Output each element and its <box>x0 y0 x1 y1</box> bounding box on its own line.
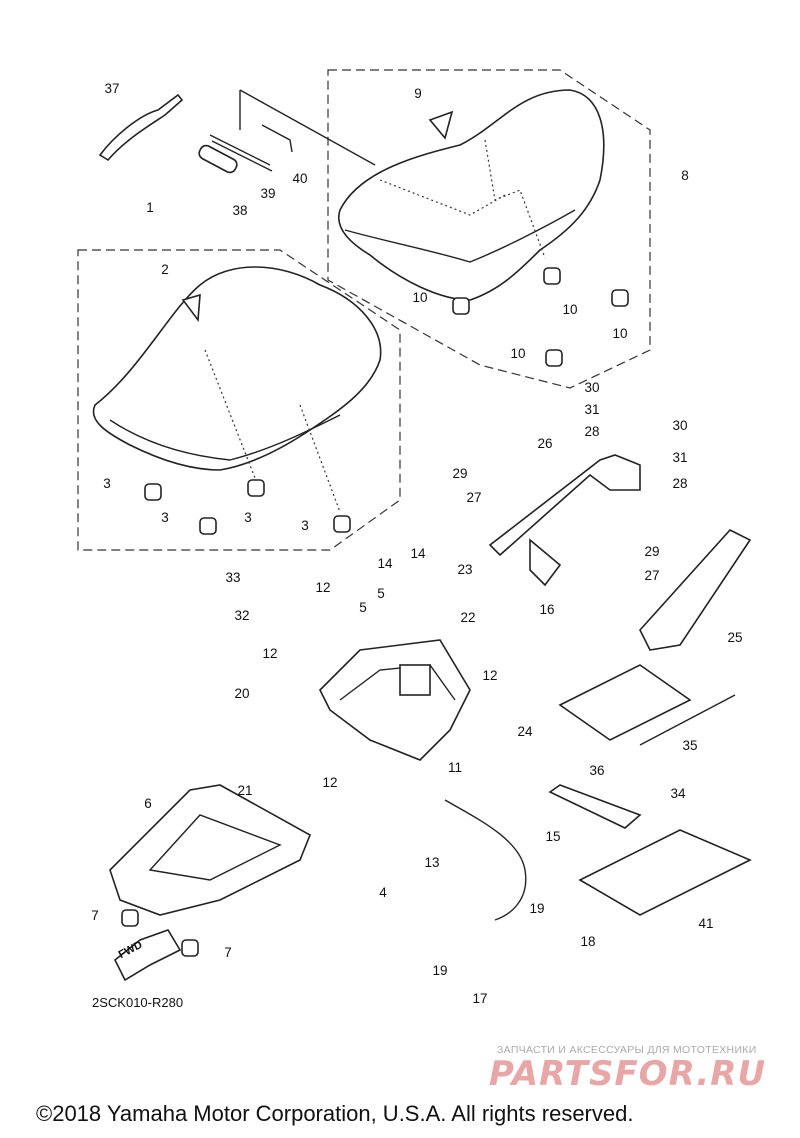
callout-7: 7 <box>224 945 232 960</box>
callout-12: 12 <box>315 580 330 595</box>
grab-bars <box>488 454 752 651</box>
helmet-wire <box>639 694 736 746</box>
callout-3: 3 <box>301 518 309 533</box>
callout-12: 12 <box>322 775 337 790</box>
callout-2: 2 <box>161 262 169 277</box>
callout-10: 10 <box>562 302 577 317</box>
callout-28: 28 <box>584 424 599 439</box>
callout-10: 10 <box>510 346 525 361</box>
callout-14: 14 <box>410 546 426 561</box>
callout-14: 14 <box>377 556 393 571</box>
callout-30: 30 <box>672 418 687 433</box>
callout-37: 37 <box>104 81 119 96</box>
callout-4: 4 <box>379 885 387 900</box>
callout-3: 3 <box>103 476 111 491</box>
callout-23: 23 <box>457 562 472 577</box>
seat-lock-bracket <box>319 639 471 761</box>
rear-seat-group-box <box>327 69 651 389</box>
damper-7-b <box>181 939 199 957</box>
callout-10: 10 <box>612 326 627 341</box>
owners-manual <box>578 829 752 916</box>
callout-24: 24 <box>517 724 533 739</box>
fwd-arrow <box>113 929 182 982</box>
callout-15: 15 <box>545 829 560 844</box>
callout-8: 8 <box>681 168 689 183</box>
watermark-subtitle: ЗАПЧАСТИ И АКСЕССУАРЫ ДЛЯ МОТОТЕХНИКИ <box>497 1044 757 1056</box>
callout-13: 13 <box>424 855 439 870</box>
callout-40: 40 <box>292 171 307 186</box>
callout-5: 5 <box>359 600 367 615</box>
callout-34: 34 <box>670 786 686 801</box>
damper-7-a <box>121 909 139 927</box>
front-seat-group-box <box>77 249 401 551</box>
callout-6: 6 <box>144 796 152 811</box>
callout-27: 27 <box>644 568 659 583</box>
callout-10: 10 <box>412 290 427 305</box>
callout-36: 36 <box>589 763 604 778</box>
callout-25: 25 <box>727 630 742 645</box>
callout-30: 30 <box>584 380 599 395</box>
callout-16: 16 <box>539 602 554 617</box>
bracket-frame <box>109 784 312 916</box>
callout-11: 11 <box>448 760 462 775</box>
callout-35: 35 <box>682 738 697 753</box>
callout-17: 17 <box>472 991 487 1006</box>
callout-12: 12 <box>262 646 277 661</box>
seat-dampers <box>144 267 629 535</box>
callout-12: 12 <box>482 668 497 683</box>
callout-39: 39 <box>260 186 275 201</box>
callout-33: 33 <box>225 570 240 585</box>
callout-9: 9 <box>414 86 422 101</box>
callout-1: 1 <box>146 200 154 215</box>
callout-19: 19 <box>529 901 544 916</box>
callout-38: 38 <box>232 203 247 218</box>
callout-41: 41 <box>698 916 713 931</box>
callout-21: 21 <box>237 783 252 798</box>
callout-27: 27 <box>466 490 481 505</box>
document-pouch <box>558 664 692 741</box>
callout-29: 29 <box>644 544 659 559</box>
callout-29: 29 <box>452 466 467 481</box>
callout-32: 32 <box>234 608 249 623</box>
callout-3: 3 <box>244 510 252 525</box>
callout-28: 28 <box>672 476 687 491</box>
watermark-logo: PARTSFOR.RU <box>489 1054 767 1094</box>
tool-kit <box>98 89 376 174</box>
copyright-notice: ©2018 Yamaha Motor Corporation, U.S.A. A… <box>36 1101 634 1126</box>
callout-7: 7 <box>91 908 99 923</box>
callout-18: 18 <box>580 934 595 949</box>
callout-22: 22 <box>460 610 475 625</box>
callout-3: 3 <box>161 510 169 525</box>
front-seat <box>92 266 382 513</box>
callout-5: 5 <box>377 586 385 601</box>
seat-strap <box>548 784 642 829</box>
callout-31: 31 <box>672 450 687 465</box>
callout-20: 20 <box>234 686 249 701</box>
callout-19: 19 <box>432 963 447 978</box>
rear-seat <box>338 89 605 301</box>
callout-26: 26 <box>537 436 552 451</box>
diagram-code: 2SCK010-R280 <box>92 995 184 1010</box>
callout-31: 31 <box>584 402 599 417</box>
seat-lock-cable <box>444 799 527 921</box>
